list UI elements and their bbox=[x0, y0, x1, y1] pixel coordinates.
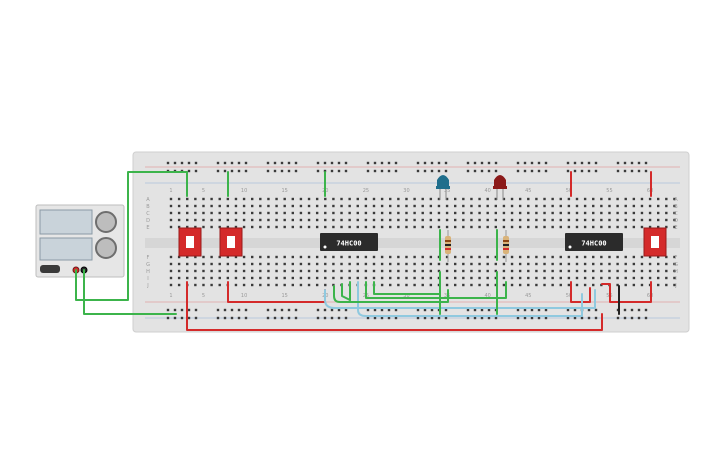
row-letter: J bbox=[146, 283, 148, 289]
column-number: 45 bbox=[525, 188, 531, 194]
row-letter: F bbox=[147, 255, 150, 261]
column-number: 10 bbox=[241, 293, 247, 299]
column-number: 15 bbox=[281, 293, 287, 299]
wire-blue-1[interactable] bbox=[324, 289, 596, 309]
wire-blue-2[interactable] bbox=[357, 281, 583, 317]
row-letter: I bbox=[675, 276, 676, 282]
wire-green-supply-bottom[interactable] bbox=[83, 269, 177, 315]
row-letter: C bbox=[146, 211, 150, 217]
row-letter: E bbox=[674, 225, 677, 231]
column-number: 1 bbox=[169, 293, 172, 299]
row-letter: H bbox=[146, 269, 150, 275]
wire-green-bottom-1[interactable] bbox=[333, 285, 449, 303]
wire-red-right-a[interactable] bbox=[570, 281, 591, 303]
resistor-2[interactable] bbox=[503, 230, 509, 262]
row-letter: H bbox=[674, 269, 678, 275]
row-letter: G bbox=[674, 262, 678, 268]
power-supply[interactable] bbox=[35, 204, 125, 278]
row-letter: B bbox=[674, 204, 678, 210]
row-letter: F bbox=[675, 255, 678, 261]
wire-green-bottom-4[interactable] bbox=[373, 281, 441, 295]
column-number: 5 bbox=[202, 188, 205, 194]
column-number: 30 bbox=[403, 293, 409, 299]
column-number: 30 bbox=[403, 188, 409, 194]
column-number: 40 bbox=[484, 293, 490, 299]
led-red[interactable] bbox=[493, 175, 507, 200]
row-letter: C bbox=[674, 211, 678, 217]
chip-right-label: 74HC00 bbox=[581, 240, 606, 248]
wire-green-bottom-3[interactable] bbox=[365, 281, 507, 299]
dip-switch-1[interactable] bbox=[178, 227, 202, 257]
voltage-display bbox=[39, 209, 93, 235]
current-display bbox=[39, 237, 93, 261]
chip-left-label: 74HC00 bbox=[336, 240, 361, 248]
column-number: 55 bbox=[606, 188, 612, 194]
chip-74hc00-right[interactable]: 74HC00 bbox=[565, 233, 623, 251]
wire-red-left-loop[interactable] bbox=[186, 281, 603, 331]
row-letter: D bbox=[146, 218, 150, 224]
dip-switch-2[interactable] bbox=[219, 227, 243, 257]
row-letter: I bbox=[147, 276, 148, 282]
column-number: 5 bbox=[202, 293, 205, 299]
center-gap bbox=[145, 238, 680, 248]
dip-switch-3-lever[interactable] bbox=[651, 236, 659, 248]
power-switch[interactable] bbox=[40, 265, 60, 273]
dip-switch-2-lever[interactable] bbox=[227, 236, 235, 248]
wire-green-bottom-2[interactable] bbox=[341, 283, 351, 301]
wires[interactable] bbox=[75, 171, 652, 331]
column-number: 50 bbox=[566, 293, 572, 299]
current-knob[interactable] bbox=[95, 237, 117, 259]
column-number: 10 bbox=[241, 188, 247, 194]
row-letter: A bbox=[146, 197, 150, 203]
column-number: 45 bbox=[525, 293, 531, 299]
row-letter: J bbox=[674, 283, 676, 289]
chip-74hc00-left[interactable]: 74HC00 bbox=[320, 233, 378, 251]
column-number: 1 bbox=[169, 188, 172, 194]
row-letter: A bbox=[674, 197, 678, 203]
row-letter: B bbox=[146, 204, 150, 210]
row-letter: E bbox=[146, 225, 149, 231]
voltage-knob[interactable] bbox=[95, 211, 117, 233]
dip-switch-3[interactable] bbox=[643, 227, 667, 257]
resistor-1[interactable] bbox=[445, 230, 451, 262]
column-number: 25 bbox=[363, 188, 369, 194]
row-letter: G bbox=[146, 262, 150, 268]
wire-red-right-b[interactable] bbox=[601, 281, 652, 303]
row-letter: D bbox=[674, 218, 678, 224]
column-number: 15 bbox=[281, 188, 287, 194]
wire-green-supply-top[interactable] bbox=[75, 171, 188, 301]
led-blue[interactable] bbox=[436, 175, 450, 200]
dip-switch-1-lever[interactable] bbox=[186, 236, 194, 248]
column-number: 40 bbox=[484, 188, 490, 194]
column-number: 50 bbox=[566, 188, 572, 194]
column-number: 35 bbox=[444, 188, 450, 194]
